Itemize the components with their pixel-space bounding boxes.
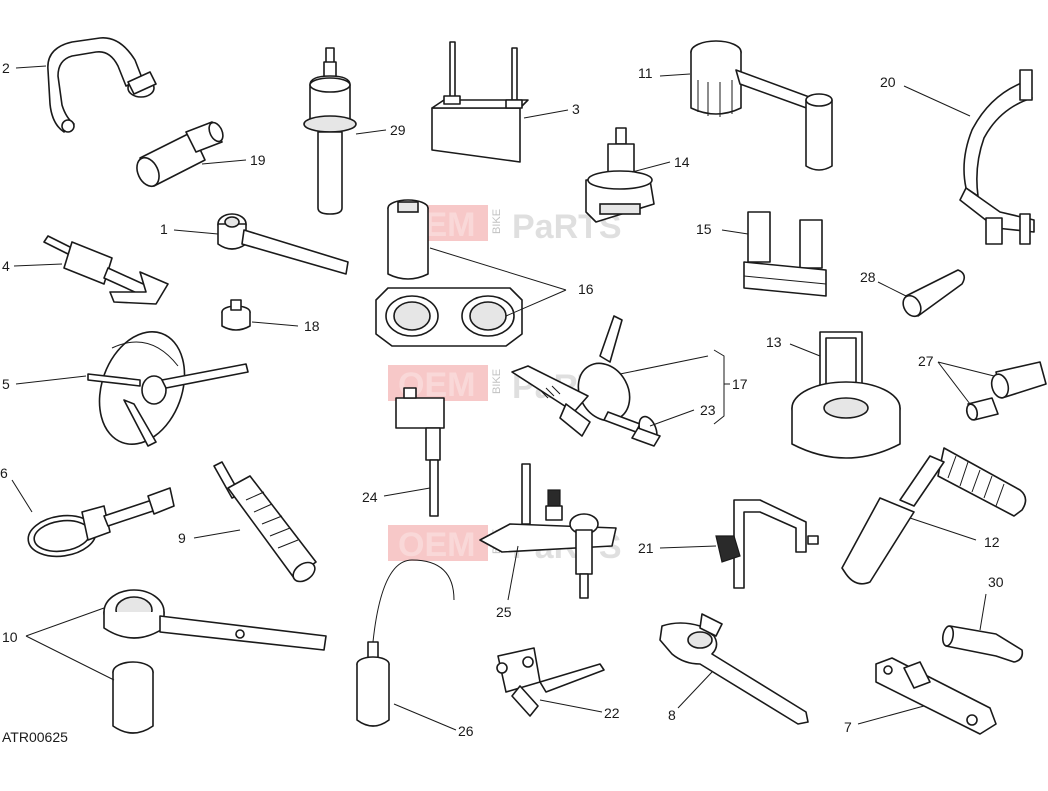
part-1-wrench: [217, 213, 349, 275]
part-9-knurled-handle: [213, 461, 317, 583]
part-21-bracket: [715, 499, 819, 589]
callout-5: 5: [2, 376, 10, 392]
callout-9: 9: [178, 530, 186, 546]
callout-2: 2: [2, 60, 10, 76]
part-6-strap-wrench: [27, 487, 175, 558]
callout-8: 8: [668, 707, 676, 723]
callout-29: 29: [390, 122, 406, 138]
watermark-text-b: BIKE: [491, 209, 503, 234]
part-11-tool: [690, 40, 833, 171]
callout-13: 13: [766, 334, 782, 350]
part-13-stand: [791, 331, 901, 459]
part-22-valve-tool: [496, 647, 605, 717]
part-25-fixture: [479, 463, 617, 599]
part-23-disc: [631, 415, 661, 447]
callout-24: 24: [362, 489, 378, 505]
callout-14: 14: [674, 154, 690, 170]
callout-21: 21: [638, 540, 654, 556]
callout-3: 3: [572, 101, 580, 117]
callout-28: 28: [860, 269, 876, 285]
callout-19: 19: [250, 152, 266, 168]
callout-labels: 2 19 29 3 11 20 14 1 4 16 15 28 18 5 13 …: [0, 60, 1004, 739]
callout-4: 4: [2, 258, 10, 274]
callout-22: 22: [604, 705, 620, 721]
part-4-t-handle: [43, 235, 169, 305]
callout-17: 17: [732, 376, 748, 392]
part-26-bottle: [356, 559, 455, 727]
part-2-bracket: [47, 37, 157, 133]
callout-12: 12: [984, 534, 1000, 550]
callout-25: 25: [496, 604, 512, 620]
watermark-text-a: OEM: [398, 526, 475, 564]
part-10-socket: [112, 661, 154, 734]
part-17-spring-tool: [511, 315, 641, 437]
part-15-fork: [743, 211, 827, 297]
callout-6: 6: [0, 465, 8, 481]
callout-30: 30: [988, 574, 1004, 590]
part-14-stud-puller: [585, 127, 655, 223]
part-27-bushings: [965, 361, 1047, 421]
callout-23: 23: [700, 402, 716, 418]
callout-10: 10: [2, 629, 18, 645]
callout-1: 1: [160, 221, 168, 237]
part-28-cone: [902, 269, 966, 318]
part-10-spanner: [103, 589, 327, 651]
part-20-curved-bracket: [959, 69, 1035, 245]
part-12-handle-tool: [841, 447, 1027, 585]
part-19-socket: [136, 121, 224, 188]
callout-15: 15: [696, 221, 712, 237]
part-29-puller: [303, 47, 357, 215]
callout-26: 26: [458, 723, 474, 739]
part-5-degree-wheel: [87, 331, 249, 447]
callout-27: 27: [918, 353, 934, 369]
part-7-plate-bracket: [875, 657, 997, 735]
callout-7: 7: [844, 719, 852, 735]
callout-18: 18: [304, 318, 320, 334]
part-16-sleeve-and-plate: [375, 199, 523, 347]
part-3-plate: [431, 41, 529, 163]
leader-lines: [11, 65, 995, 731]
part-24-holder: [395, 387, 445, 517]
watermark-text-b: BIKE: [491, 369, 503, 394]
callout-20: 20: [880, 74, 896, 90]
diagram-code: ATR00625: [2, 729, 68, 745]
part-8-spanner: [659, 613, 809, 725]
callout-11: 11: [638, 65, 653, 81]
part-30-pin: [941, 625, 1024, 663]
part-18-nut: [221, 299, 251, 331]
callout-16: 16: [578, 281, 594, 297]
